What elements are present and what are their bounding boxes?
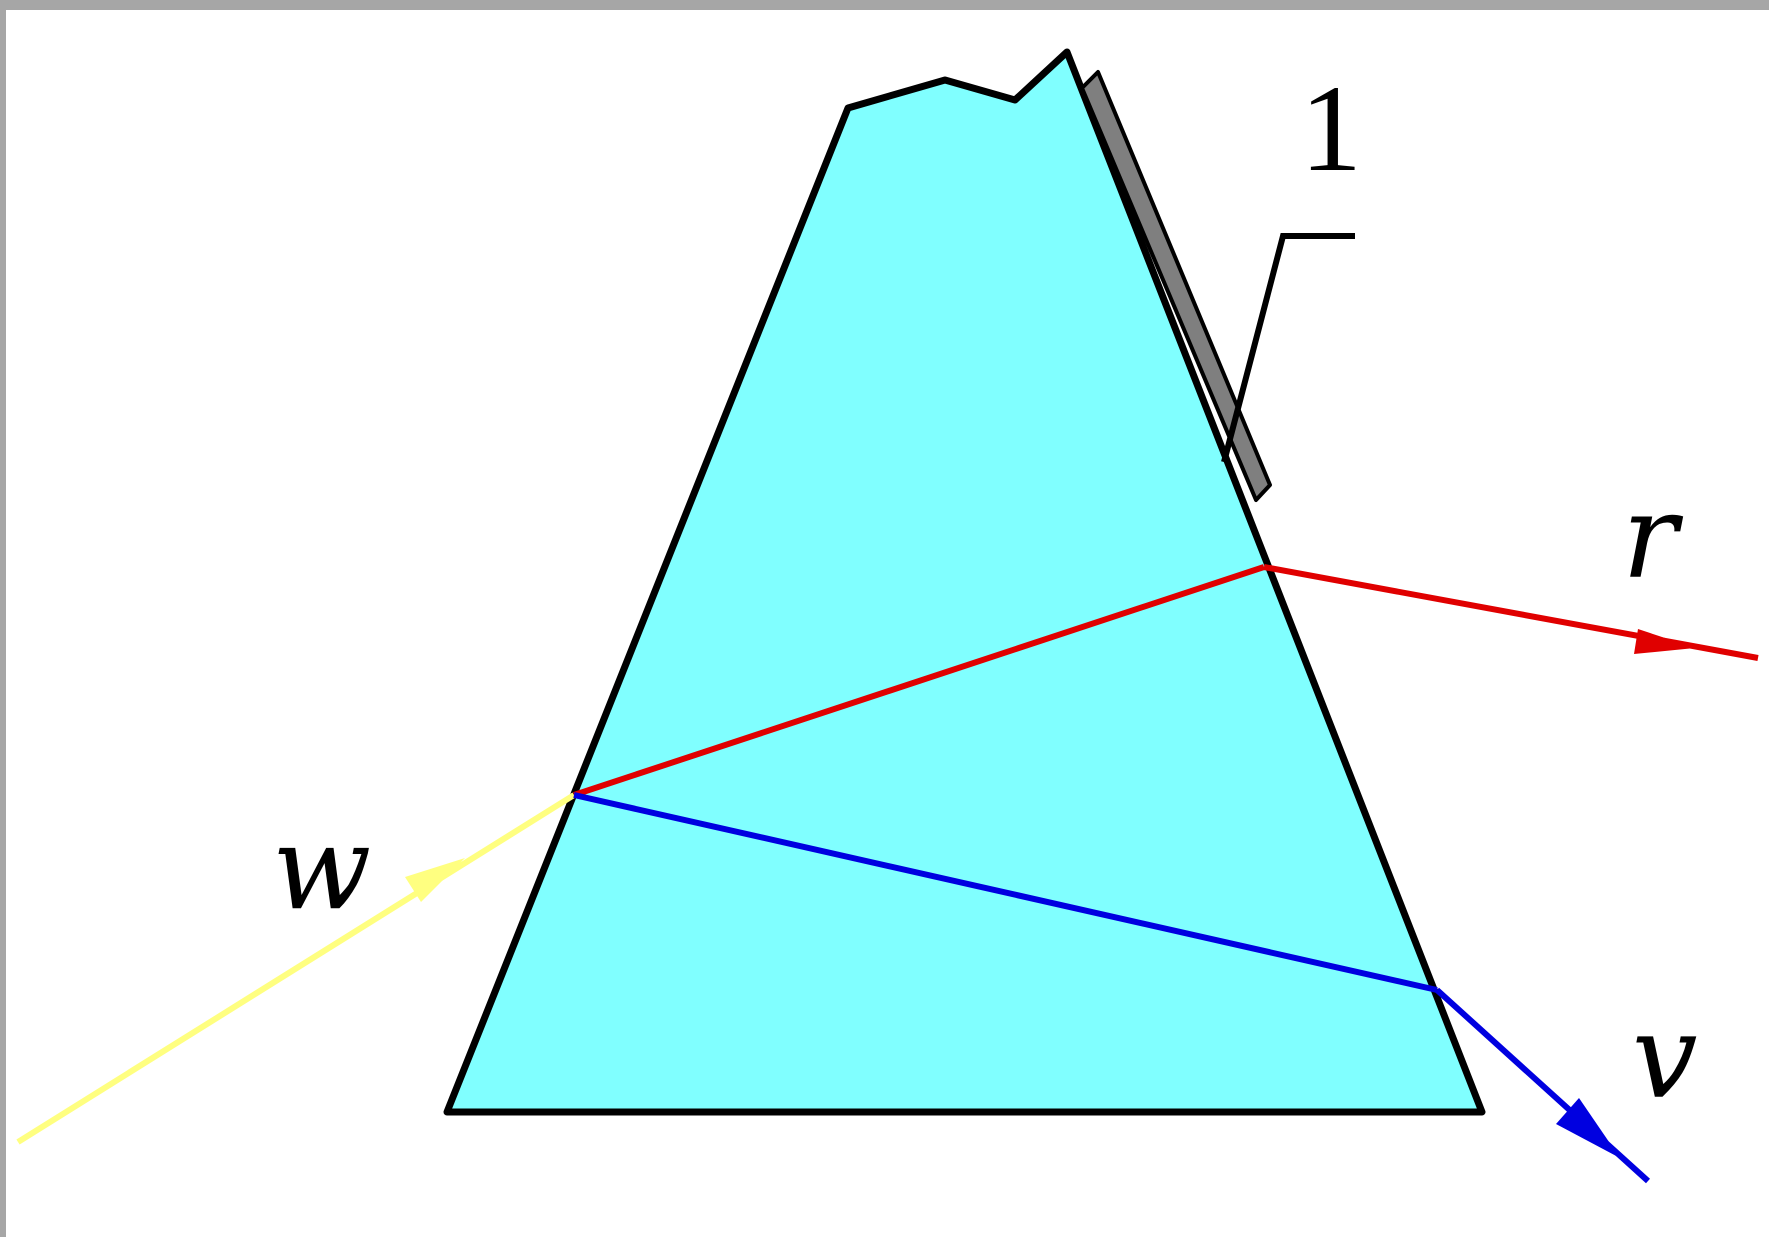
prism [443,48,1486,1116]
coating-strip [1080,70,1272,502]
incident-ray-label: w [272,801,371,936]
violet-ray-internal [573,792,1438,993]
red-arrowhead [1634,629,1695,654]
red-ray-label: r [1622,470,1684,605]
coating-label: 1 [1300,60,1362,197]
incident-arrowhead [405,858,465,902]
violet-arrowhead [1556,1098,1620,1158]
incident-ray [16,792,576,1145]
red-ray-internal [573,564,1265,798]
frame-top [0,0,1769,10]
frame-left [0,0,6,1237]
violet-ray-label: v [1632,990,1698,1125]
coating-leader-line [1221,233,1355,463]
